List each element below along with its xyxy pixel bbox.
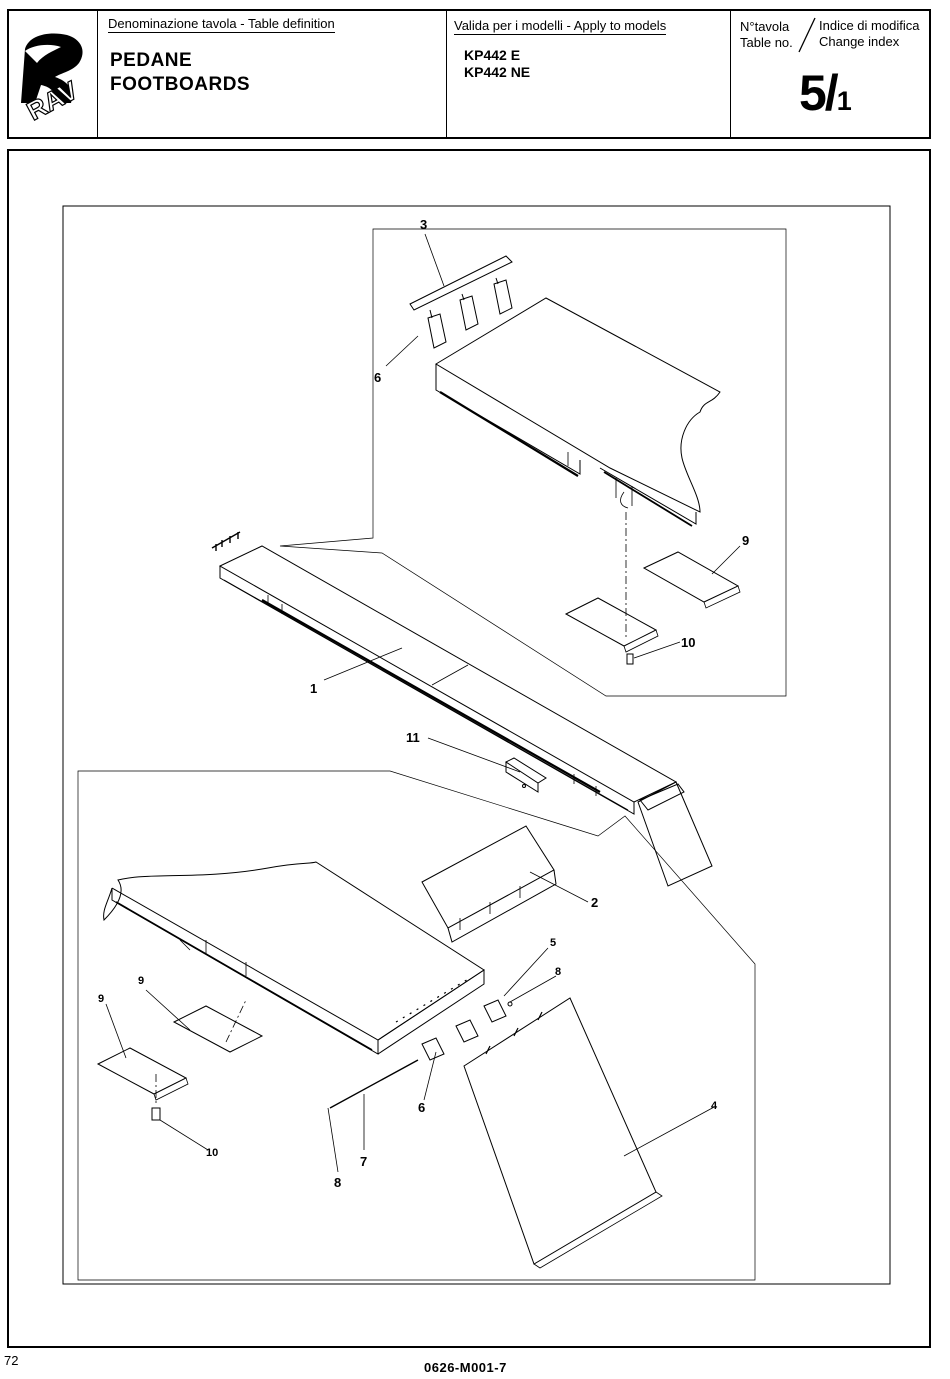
callout-2: 2 <box>591 895 598 910</box>
callout-9-top: 9 <box>742 533 749 548</box>
screw-part-10-bottom <box>152 1108 160 1120</box>
clamp-part-11 <box>506 758 546 792</box>
plates-bottom <box>98 1006 262 1100</box>
callout-6-top: 6 <box>374 370 381 385</box>
plate-part-9 <box>566 552 740 652</box>
callout-3: 3 <box>420 217 427 232</box>
callout-labels: 1 2 3 4 5 6 6 7 8 8 9 9 9 10 10 11 <box>98 217 749 1190</box>
callout-11: 11 <box>406 730 420 745</box>
plate-part-4 <box>464 998 662 1268</box>
rod-part-7 <box>330 1060 418 1108</box>
screw-part-10 <box>627 654 633 664</box>
cover-part-2 <box>422 826 556 942</box>
main-footboard <box>212 532 712 886</box>
bracket-part-3 <box>410 256 512 348</box>
callout-8-right: 8 <box>555 966 561 978</box>
callout-10-top: 10 <box>681 635 695 650</box>
callout-9-mid: 9 <box>138 975 144 987</box>
document-code: 0626-M001-7 <box>424 1360 507 1375</box>
callout-8-left: 8 <box>334 1175 341 1190</box>
hinge-brackets <box>422 1000 512 1060</box>
leader-lines <box>106 234 740 1172</box>
page-number: 72 <box>4 1353 18 1368</box>
callout-9-left: 9 <box>98 993 104 1005</box>
callout-1: 1 <box>310 681 317 696</box>
detail-top-footboard <box>436 298 720 526</box>
callout-7: 7 <box>360 1154 367 1169</box>
drawing-border <box>63 206 890 1284</box>
callout-10-bottom: 10 <box>206 1147 218 1159</box>
callout-4: 4 <box>711 1100 718 1112</box>
detail-area-top <box>280 229 786 696</box>
callout-6-bottom: 6 <box>418 1100 425 1115</box>
callout-5: 5 <box>550 937 556 949</box>
